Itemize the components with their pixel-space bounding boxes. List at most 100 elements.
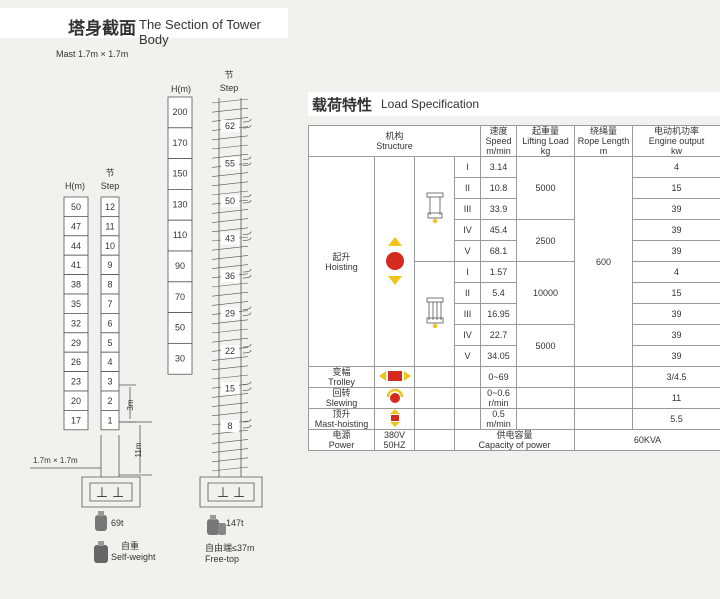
gear-cell: III	[453, 198, 482, 220]
step-value: 6	[107, 318, 112, 328]
height-value: 50	[71, 202, 81, 212]
right-weight: 147t	[226, 518, 244, 528]
height-value: 150	[172, 169, 187, 179]
mast-hoisting-icon-cell	[374, 408, 415, 430]
step-box	[221, 382, 239, 395]
step-value: 55	[225, 159, 235, 169]
height-box	[167, 127, 193, 159]
height-box	[167, 96, 193, 129]
step-box	[221, 195, 239, 207]
power-capacity-value: 60KVA	[574, 429, 720, 451]
gear-cell: I	[453, 156, 482, 178]
step-value: 9	[107, 260, 112, 270]
height-value: 35	[71, 299, 81, 309]
gear-cell: II	[453, 177, 482, 199]
height-value: 38	[71, 280, 81, 290]
speed-cell: 16.95	[480, 303, 518, 325]
base-glyph-left: ⊥ ⊥	[96, 484, 124, 500]
step-value: 3	[107, 377, 112, 387]
trolley-speed: 0~69	[480, 366, 518, 388]
gear-cell: V	[453, 345, 482, 367]
trolley-arrows-icon	[378, 371, 411, 381]
slewing-icon-cell	[374, 387, 415, 409]
height-value: 200	[172, 107, 187, 117]
height-value: 44	[71, 241, 81, 251]
weight-icon-self	[94, 541, 108, 563]
step-value: 1	[107, 415, 112, 425]
step-value: 29	[225, 309, 235, 319]
step-value: 5	[107, 338, 112, 348]
step-value: 12	[105, 202, 115, 212]
right-caption-zh: 自由端≤37m	[205, 542, 254, 553]
section-title-zh: 塔身截面	[68, 19, 136, 39]
height-box	[167, 158, 193, 190]
load-cell: 5000	[516, 324, 576, 367]
step-value: 62	[225, 121, 235, 131]
gear-cell: IV	[453, 324, 482, 346]
table-row: IV 45.4 2500 39	[309, 219, 720, 262]
table-row: II 5.4 15	[309, 282, 720, 304]
height-box	[167, 342, 193, 375]
step-value: 22	[225, 346, 235, 356]
speed-cell: 3.14	[480, 156, 518, 178]
height-value: 20	[71, 396, 81, 406]
slewing-power: 11	[632, 387, 720, 409]
step-box	[221, 420, 239, 432]
speed-cell: 68.1	[480, 240, 518, 262]
hook-4fall-icon-cell	[414, 261, 455, 367]
step-box	[221, 232, 239, 245]
height-value: 30	[175, 353, 185, 363]
height-value: 47	[71, 221, 81, 231]
step-box	[221, 120, 239, 132]
table-row: V 34.05 39	[309, 345, 720, 367]
speed-cell: 22.7	[480, 324, 518, 346]
mast-hoisting-icon	[389, 409, 400, 427]
power-cell: 39	[632, 219, 720, 241]
load-spec-header: 载荷特性 Load Specification	[308, 92, 720, 116]
weight-icon-left	[95, 511, 107, 531]
left-mast	[30, 384, 152, 508]
height-value: 29	[71, 338, 81, 348]
slewing-rotate-icon	[386, 388, 403, 403]
height-box	[167, 312, 193, 344]
step-value: 10	[105, 241, 115, 251]
left-step-en: Step	[101, 181, 120, 191]
rope-cell: 600	[574, 156, 634, 367]
height-value: 90	[175, 261, 185, 271]
base-glyph-right: ⊥ ⊥	[217, 484, 245, 500]
step-box	[221, 345, 239, 357]
gear-cell: IV	[453, 219, 482, 241]
speed-cell: 1.57	[480, 261, 518, 283]
height-value: 26	[71, 357, 81, 367]
power-cell: 39	[632, 324, 720, 346]
speed-cell: 33.9	[480, 198, 518, 220]
left-h-label: H(m)	[65, 181, 85, 191]
mast-hoisting-power: 5.5	[632, 408, 720, 430]
power-cell: 39	[632, 345, 720, 367]
step-box	[221, 307, 239, 320]
height-value: 41	[71, 260, 81, 270]
right-caption-en: Free-top	[205, 554, 239, 564]
step-box	[221, 270, 239, 282]
height-value: 23	[71, 377, 81, 387]
right-step-zh: 节	[224, 70, 233, 80]
left-weight: 69t	[111, 518, 124, 528]
speed-cell: 34.05	[480, 345, 518, 367]
height-value: 32	[71, 318, 81, 328]
hook-2fall-icon	[426, 192, 443, 224]
left-step-zh: 节	[105, 168, 114, 178]
height-value: 110	[173, 230, 187, 240]
